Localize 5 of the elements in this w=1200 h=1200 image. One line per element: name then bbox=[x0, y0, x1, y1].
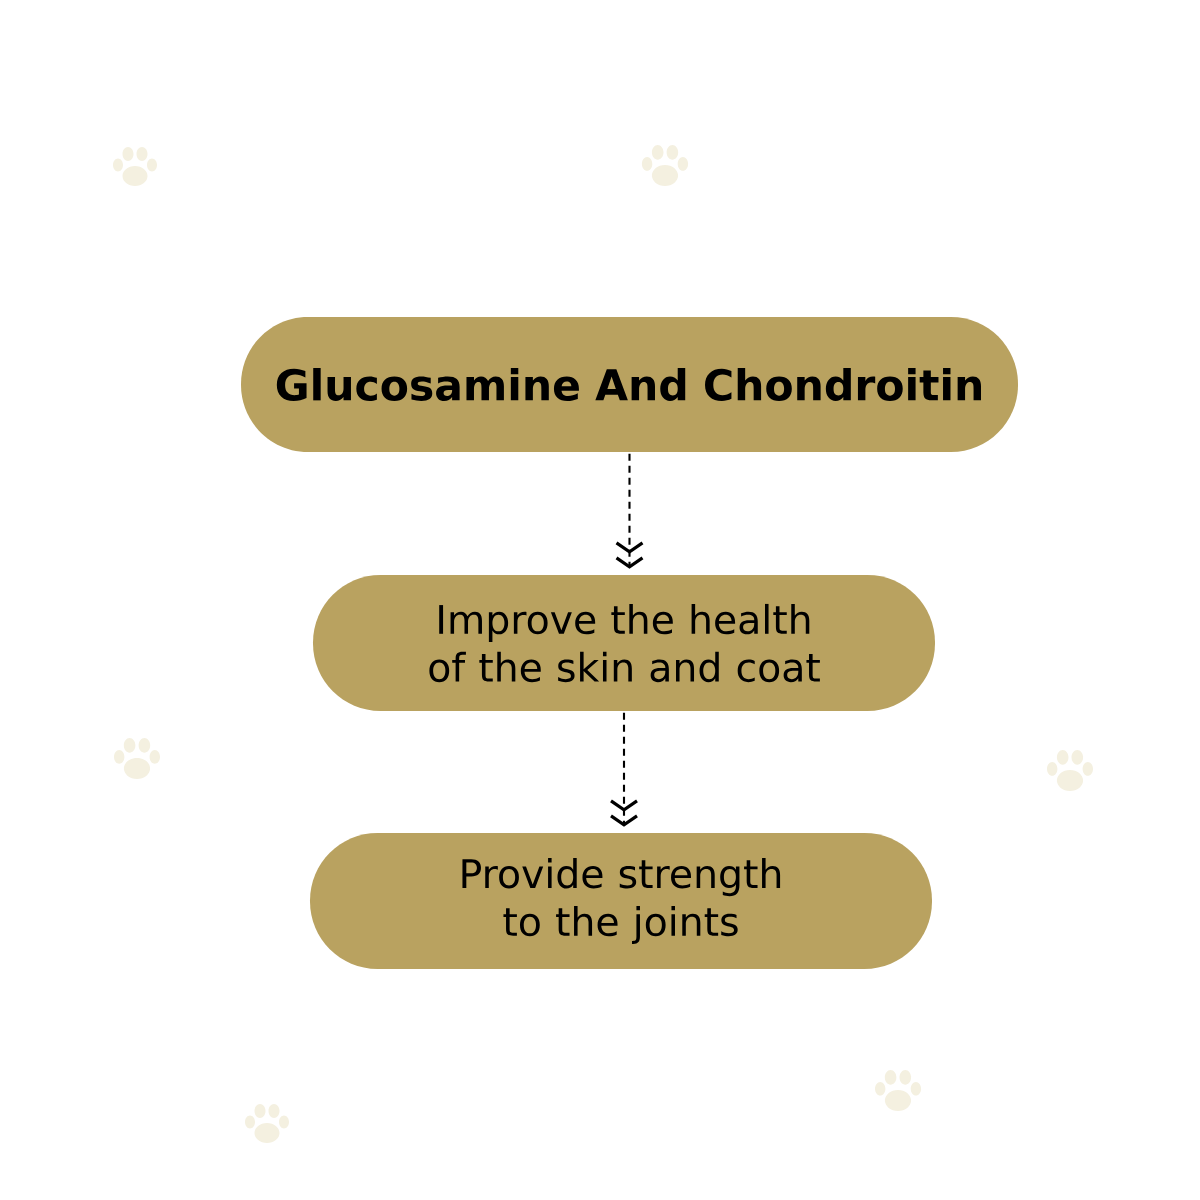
pill-box: Glucosamine And Chondroitin bbox=[241, 317, 1018, 452]
pill-box: Provide strength to the joints bbox=[310, 833, 932, 969]
pill-box: Improve the health of the skin and coat bbox=[313, 575, 935, 711]
arrow bbox=[615, 453, 644, 569]
arrow bbox=[610, 712, 638, 827]
